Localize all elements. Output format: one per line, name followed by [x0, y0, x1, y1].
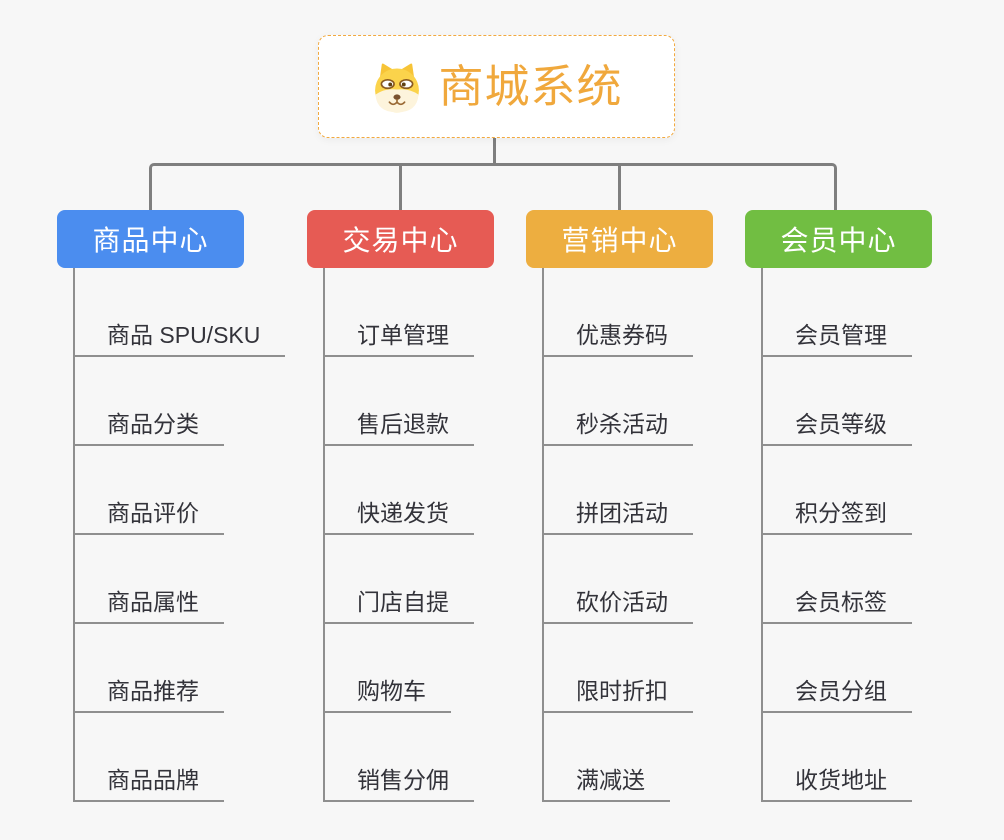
doge-icon — [375, 62, 420, 112]
child-node[interactable]: 会员标签 — [761, 535, 912, 624]
child-node[interactable]: 会员等级 — [761, 357, 912, 446]
child-node[interactable]: 砍价活动 — [542, 535, 693, 624]
child-node[interactable]: 商品 SPU/SKU — [73, 268, 286, 357]
child-node[interactable]: 快递发货 — [323, 446, 474, 535]
branch-children: 会员管理会员等级积分签到会员标签会员分组收货地址 — [761, 268, 912, 802]
child-node[interactable]: 商品属性 — [73, 535, 224, 624]
child-node[interactable]: 购物车 — [323, 624, 451, 713]
branch-children: 订单管理售后退款快递发货门店自提购物车销售分佣 — [323, 268, 474, 802]
connector-drop — [399, 163, 402, 211]
child-node[interactable]: 收货地址 — [761, 713, 912, 802]
child-node[interactable]: 积分签到 — [761, 446, 912, 535]
child-node[interactable]: 会员分组 — [761, 624, 912, 713]
child-node[interactable]: 门店自提 — [323, 535, 474, 624]
connector-trunk — [493, 137, 496, 165]
connector-horizontal — [149, 163, 837, 211]
child-node[interactable]: 商品推荐 — [73, 624, 224, 713]
root-node[interactable]: 商城系统 — [318, 35, 675, 138]
branch-node[interactable]: 营销中心 — [526, 210, 713, 268]
child-node[interactable]: 拼团活动 — [542, 446, 693, 535]
branch-vertical-connector — [542, 268, 544, 802]
child-node[interactable]: 商品品牌 — [73, 713, 224, 802]
branch-vertical-connector — [761, 268, 763, 802]
child-node[interactable]: 销售分佣 — [323, 713, 474, 802]
connector-drop — [618, 163, 621, 211]
branch-children: 优惠券码秒杀活动拼团活动砍价活动限时折扣满减送 — [542, 268, 693, 802]
branch-vertical-connector — [323, 268, 325, 802]
child-node[interactable]: 商品分类 — [73, 357, 224, 446]
child-node[interactable]: 满减送 — [542, 713, 670, 802]
branch-node[interactable]: 交易中心 — [307, 210, 494, 268]
child-node[interactable]: 限时折扣 — [542, 624, 693, 713]
child-node[interactable]: 秒杀活动 — [542, 357, 693, 446]
child-node[interactable]: 会员管理 — [761, 268, 912, 357]
root-title: 商城系统 — [438, 61, 623, 112]
branch-node[interactable]: 商品中心 — [57, 210, 244, 268]
child-node[interactable]: 优惠券码 — [542, 268, 693, 357]
child-node[interactable]: 商品评价 — [73, 446, 224, 535]
branch-vertical-connector — [73, 268, 75, 802]
branch-node[interactable]: 会员中心 — [745, 210, 932, 268]
child-node[interactable]: 订单管理 — [323, 268, 474, 357]
child-node[interactable]: 售后退款 — [323, 357, 474, 446]
